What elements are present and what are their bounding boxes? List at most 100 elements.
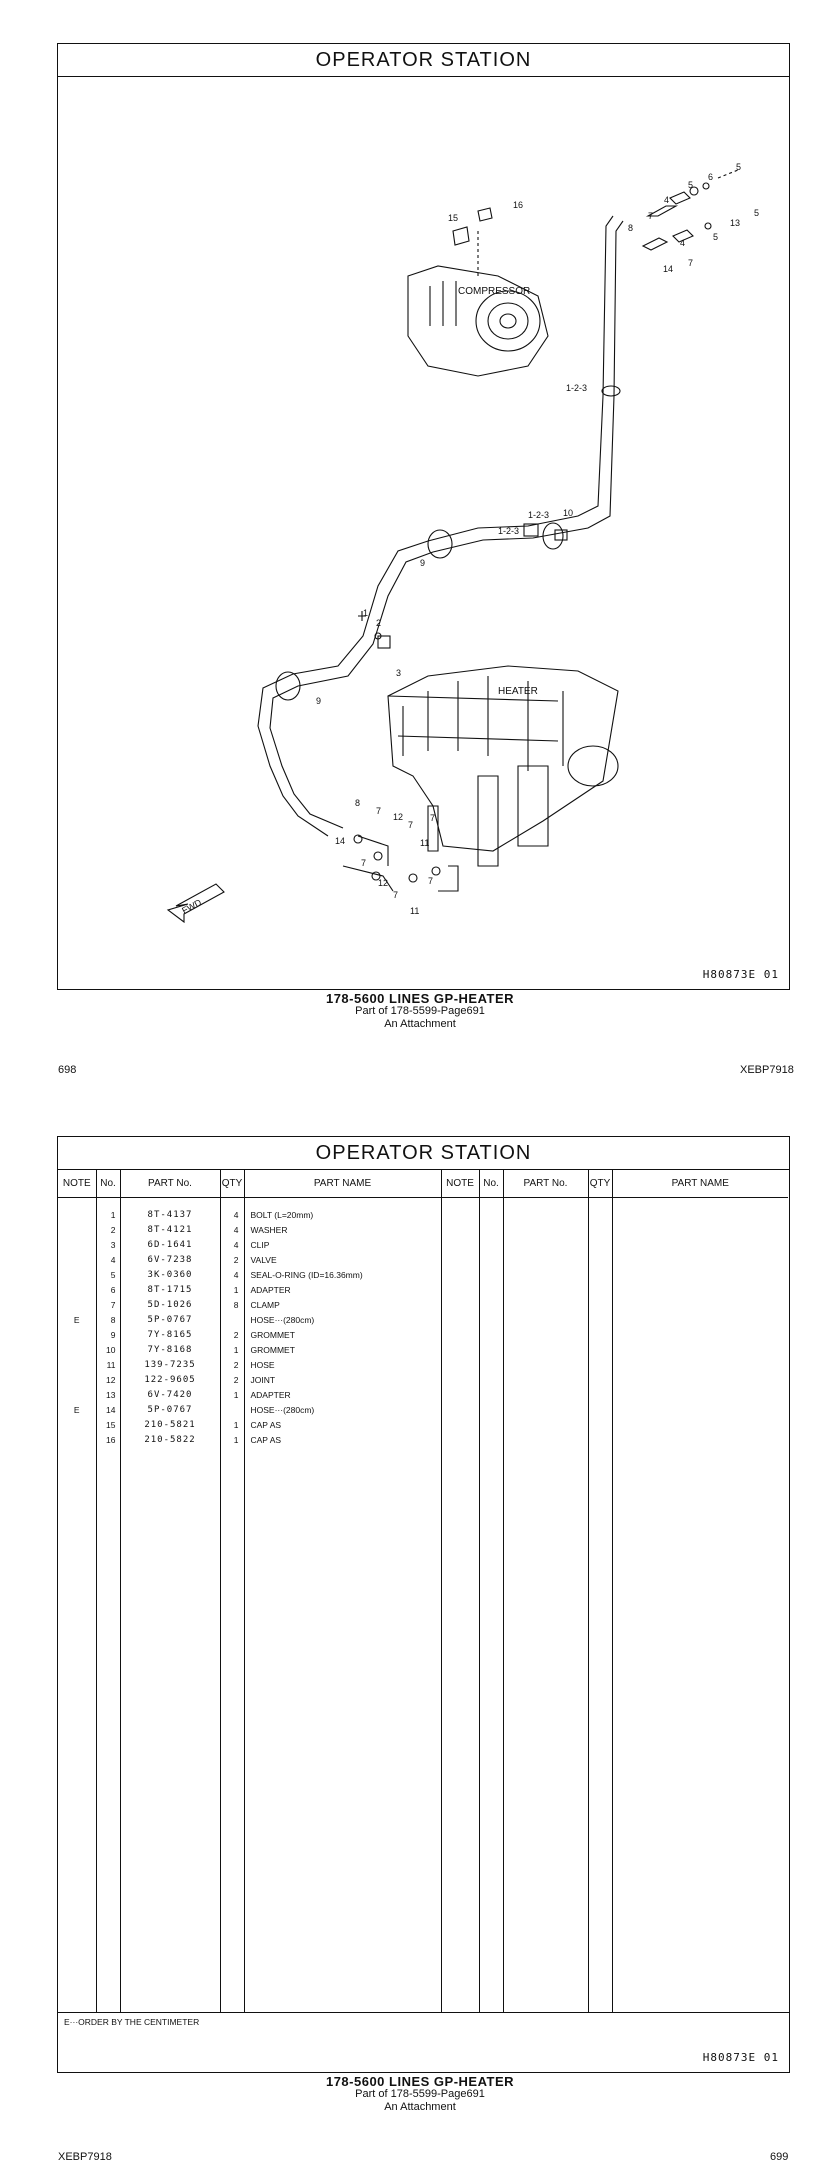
- table-row-no: 12: [106, 1375, 116, 1385]
- table-row-qty: 1: [233, 1345, 239, 1355]
- table-row-name: SEAL-O-RING (ID=16.36mm): [250, 1270, 363, 1280]
- col-header-no-right: No.: [479, 1169, 504, 1198]
- caption-attachment: An Attachment: [384, 1018, 456, 1030]
- table-row-part: 8T-4121: [147, 1225, 193, 1235]
- table-row-note: [58, 1373, 96, 1388]
- svg-text:14: 14: [663, 264, 673, 274]
- table-row-qty: 2: [233, 1360, 239, 1370]
- svg-text:7: 7: [688, 258, 693, 268]
- table-row-name: WASHER: [250, 1225, 288, 1235]
- table-row-name: HOSE: [250, 1360, 275, 1370]
- table-row-no: 8: [110, 1315, 116, 1325]
- svg-text:1: 1: [363, 608, 368, 618]
- table-row-no: 14: [106, 1405, 116, 1415]
- bottom-caption: 178-5600 LINES GP-HEATER Part of 178-559…: [0, 2075, 840, 2114]
- diagram-title: OPERATOR STATION: [58, 44, 789, 77]
- table-row-note: [58, 1268, 96, 1283]
- qty-column-right: [588, 1197, 613, 2012]
- footnote: E···ORDER BY THE CENTIMETER: [64, 2017, 200, 2027]
- table-row-part: 6V-7238: [147, 1255, 193, 1265]
- table-row-part: 6D-1641: [147, 1240, 193, 1250]
- compressor-label: COMPRESSOR: [458, 286, 530, 297]
- table-row-no: 2: [110, 1225, 116, 1235]
- svg-text:8: 8: [628, 223, 633, 233]
- bottom-caption-attachment: An Attachment: [384, 2101, 456, 2113]
- document-code-left: XEBP7918: [58, 2151, 112, 2163]
- parts-list-title: OPERATOR STATION: [58, 1137, 789, 1170]
- table-row-part: 6V-7420: [147, 1390, 193, 1400]
- col-header-qty: QTY: [220, 1169, 245, 1198]
- table-row-no: 3: [110, 1240, 116, 1250]
- svg-text:13: 13: [730, 218, 740, 228]
- table-row-no: 1: [110, 1210, 116, 1220]
- table-row-note: [58, 1238, 96, 1253]
- col-header-note-right: NOTE: [441, 1169, 480, 1198]
- table-row-no: 7: [110, 1300, 116, 1310]
- table-row-qty: 4: [233, 1225, 239, 1235]
- table-row-name: GROMMET: [250, 1330, 295, 1340]
- table-row-no: 9: [110, 1330, 116, 1340]
- svg-text:1-2-3: 1-2-3: [566, 383, 587, 393]
- table-row-part: 5P-0767: [147, 1315, 193, 1325]
- svg-text:1-2-3: 1-2-3: [498, 526, 519, 536]
- table-row-no: 4: [110, 1255, 116, 1265]
- table-row-qty: [221, 1313, 244, 1328]
- svg-text:1-2-3: 1-2-3: [528, 510, 549, 520]
- table-row-name: VALVE: [250, 1255, 277, 1265]
- svg-text:11: 11: [410, 906, 419, 916]
- svg-text:15: 15: [448, 213, 458, 223]
- table-row-note: [58, 1388, 96, 1403]
- table-row-qty: 2: [233, 1255, 239, 1265]
- table-row-no: 16: [106, 1435, 116, 1445]
- table-row-name: ADAPTER: [250, 1390, 291, 1400]
- svg-text:9: 9: [420, 558, 425, 568]
- bottom-caption-group-title: 178-5600 LINES GP-HEATER: [325, 2074, 515, 2089]
- top-caption: 178-5600 LINES GP-HEATER Part of 178-559…: [0, 992, 840, 1031]
- table-row-note: [58, 1343, 96, 1358]
- svg-text:11: 11: [420, 838, 429, 848]
- table-row-qty: 8: [233, 1300, 239, 1310]
- table-row-qty: 1: [233, 1435, 239, 1445]
- table-row-part: 5P-0767: [147, 1405, 193, 1415]
- table-row-qty: 4: [233, 1270, 239, 1280]
- table-row-note: E: [73, 1315, 80, 1325]
- svg-text:4: 4: [664, 195, 669, 205]
- col-header-part-no: PART No.: [120, 1169, 221, 1198]
- table-row-note: [58, 1358, 96, 1373]
- table-row-note: [58, 1418, 96, 1433]
- table-row-name: CAP AS: [250, 1435, 282, 1445]
- svg-text:7: 7: [648, 211, 653, 221]
- col-header-note: NOTE: [58, 1169, 97, 1198]
- table-row-note: [58, 1253, 96, 1268]
- svg-text:7: 7: [430, 813, 435, 823]
- svg-text:7: 7: [393, 890, 398, 900]
- table-row-no: 10: [106, 1345, 116, 1355]
- page-number-left: 698: [58, 1064, 77, 1076]
- svg-text:2: 2: [376, 618, 381, 628]
- table-row-no: 5: [110, 1270, 116, 1280]
- table-row-qty: 1: [233, 1390, 239, 1400]
- table-row-part: 210-5821: [144, 1420, 196, 1430]
- table-row-name: CLAMP: [250, 1300, 280, 1310]
- svg-text:9: 9: [316, 696, 321, 706]
- table-header-row: NOTE No. PART No. QTY PART NAME NOTE No.…: [58, 1169, 788, 1198]
- page-number-right: 699: [770, 2151, 789, 2163]
- bottom-caption-part-of: Part of 178-5599-Page691: [355, 2088, 485, 2100]
- table-row-no: 15: [106, 1420, 116, 1430]
- table-row-note: [58, 1328, 96, 1343]
- part-no-column-right: [503, 1197, 589, 2012]
- caption-group-title: 178-5600 LINES GP-HEATER: [325, 991, 515, 1006]
- fwd-label: FWD: [180, 897, 203, 916]
- table-row-no: 11: [106, 1360, 116, 1370]
- table-row-part: 139-7235: [144, 1360, 196, 1370]
- table-row-note: [58, 1223, 96, 1238]
- table-row-part: 8T-4137: [147, 1210, 193, 1220]
- svg-text:5: 5: [713, 232, 718, 242]
- svg-text:7: 7: [376, 806, 381, 816]
- note-column-right: [441, 1197, 480, 2012]
